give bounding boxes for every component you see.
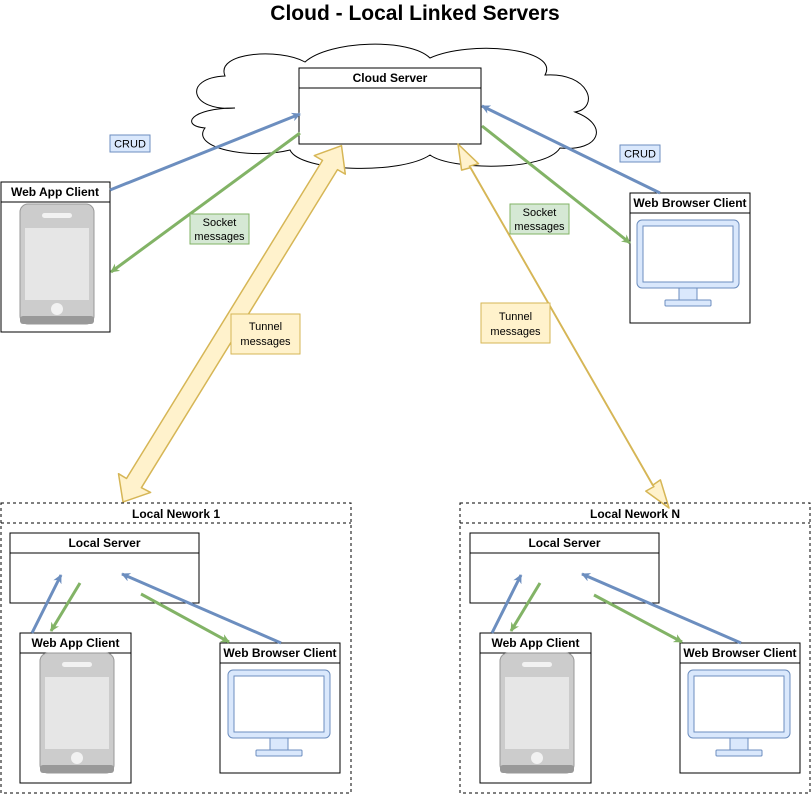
cloud-web-app-client: Web App Client bbox=[0, 181, 111, 333]
crud-label-right: CRUD bbox=[619, 144, 661, 163]
local-network-1: Local Nework 1 Local Server Web App Clie… bbox=[0, 502, 352, 794]
local-socket-arrow-app bbox=[49, 582, 82, 632]
svg-text:Tunnel: Tunnel bbox=[249, 321, 282, 333]
local-crud-arrow-browser bbox=[581, 572, 742, 645]
local-web-browser-client-label: Web Browser Client bbox=[223, 646, 336, 660]
phone-icon bbox=[19, 203, 95, 325]
tunnel-label-right: Tunnel messages bbox=[480, 302, 551, 344]
tunnel-label-left: Tunnel messages bbox=[230, 313, 301, 355]
local-crud-arrow-browser bbox=[121, 572, 282, 645]
socket-label-left: Socket messages bbox=[189, 213, 250, 245]
local-socket-arrow-app bbox=[509, 582, 542, 632]
local-crud-arrow-app bbox=[30, 574, 63, 634]
local-web-app-client: Web App Client bbox=[479, 632, 592, 784]
crud-arrow-left bbox=[109, 112, 301, 192]
crud-arrow-right bbox=[481, 104, 661, 195]
cloud-server-label: Cloud Server bbox=[353, 71, 428, 85]
local-server-label: Local Server bbox=[68, 536, 140, 550]
local-web-app-client-label: Web App Client bbox=[32, 636, 120, 650]
svg-text:CRUD: CRUD bbox=[624, 149, 656, 161]
phone-icon bbox=[39, 652, 115, 774]
socket-label-right: Socket messages bbox=[509, 203, 570, 235]
local-network-n: Local Nework N Local Server Web App Clie… bbox=[459, 502, 811, 794]
cloud-web-browser-client-label: Web Browser Client bbox=[633, 196, 746, 210]
svg-text:Socket: Socket bbox=[523, 207, 557, 219]
svg-text:CRUD: CRUD bbox=[114, 139, 146, 151]
svg-text:Socket: Socket bbox=[203, 217, 237, 229]
svg-text:messages: messages bbox=[514, 221, 565, 233]
svg-text:messages: messages bbox=[240, 336, 291, 348]
cloud-web-browser-client: Web Browser Client bbox=[629, 192, 751, 324]
local-server: Local Server bbox=[9, 532, 200, 604]
socket-arrow-right bbox=[481, 124, 631, 245]
local-socket-arrow-browser bbox=[593, 593, 683, 644]
local-web-app-client-label: Web App Client bbox=[492, 636, 580, 650]
local-server: Local Server bbox=[469, 532, 660, 604]
local-web-browser-client-label: Web Browser Client bbox=[683, 646, 796, 660]
phone-icon bbox=[499, 652, 575, 774]
crud-label-left: CRUD bbox=[109, 134, 151, 153]
local-network-1-label: Local Nework 1 bbox=[132, 507, 220, 521]
local-server-label: Local Server bbox=[528, 536, 600, 550]
tunnel-arrow-right bbox=[457, 143, 670, 509]
cloud-web-app-client-label: Web App Client bbox=[11, 185, 99, 199]
local-network-n-label: Local Nework N bbox=[590, 507, 680, 521]
diagram-title: Cloud - Local Linked Servers bbox=[270, 2, 559, 25]
local-web-app-client: Web App Client bbox=[19, 632, 132, 784]
local-web-browser-client: Web Browser Client bbox=[219, 642, 341, 774]
local-web-browser-client: Web Browser Client bbox=[679, 642, 801, 774]
svg-text:messages: messages bbox=[194, 231, 245, 243]
socket-arrow-left bbox=[110, 131, 301, 274]
cloud-server: Cloud Server bbox=[298, 67, 482, 145]
svg-text:Tunnel: Tunnel bbox=[499, 311, 532, 323]
local-socket-arrow-browser bbox=[140, 592, 230, 644]
local-crud-arrow-app bbox=[490, 574, 523, 634]
svg-text:messages: messages bbox=[490, 326, 541, 338]
